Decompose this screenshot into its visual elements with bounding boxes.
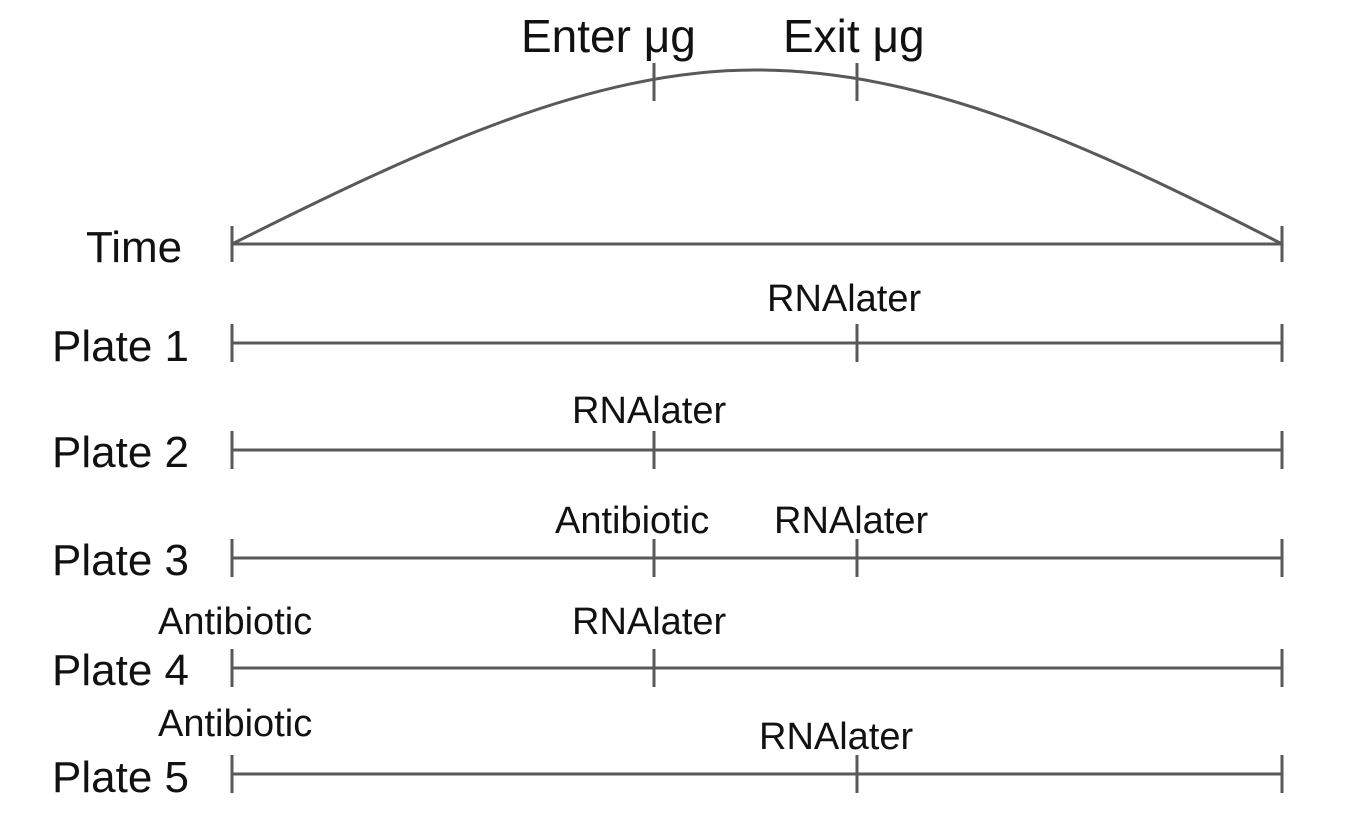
- plate-2-label: Plate 2: [52, 428, 189, 477]
- plate-1-row: Plate 1 RNAlater: [52, 278, 1284, 371]
- plate-4-antibiotic-label: Antibiotic: [158, 601, 312, 643]
- plate-2-row: Plate 2 RNAlater: [52, 390, 1284, 477]
- time-label: Time: [86, 223, 182, 272]
- enter-microgravity-label: Enter μg: [521, 10, 696, 62]
- plate-2-rnalater-label: RNAlater: [572, 390, 726, 432]
- plate-3-label: Plate 3: [52, 536, 189, 585]
- plate-3-antibiotic-label: Antibiotic: [555, 500, 709, 542]
- exit-microgravity-label: Exit μg: [783, 10, 925, 62]
- plate-4-row: Plate 4 Antibiotic RNAlater: [52, 601, 1284, 695]
- plate-4-rnalater-label: RNAlater: [572, 601, 726, 643]
- plate-5-rnalater-label: RNAlater: [759, 716, 913, 758]
- gravity-curve: [231, 68, 1283, 246]
- plate-4-label: Plate 4: [52, 646, 189, 695]
- plate-1-rnalater-label: RNAlater: [767, 278, 921, 320]
- plate-1-label: Plate 1: [52, 322, 189, 371]
- plate-3-row: Plate 3 Antibiotic RNAlater: [52, 500, 1284, 585]
- plate-3-rnalater-label: RNAlater: [774, 500, 928, 542]
- plate-5-antibiotic-label: Antibiotic: [158, 703, 312, 745]
- time-row: Time Enter μg Exit μg: [86, 10, 1284, 272]
- plate-5-label: Plate 5: [52, 753, 189, 802]
- plate-5-row: Plate 5 Antibiotic RNAlater: [52, 703, 1284, 802]
